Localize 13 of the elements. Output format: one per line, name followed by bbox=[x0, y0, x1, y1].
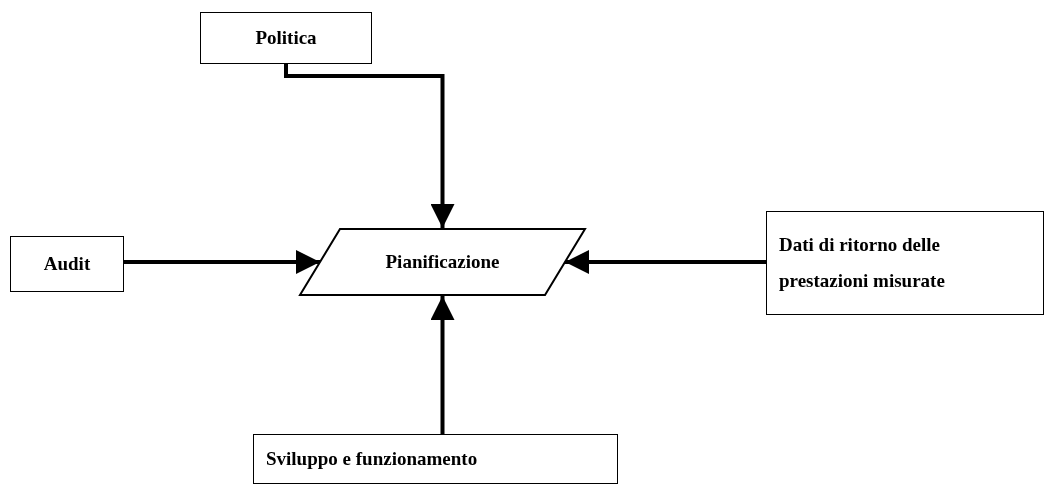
arrow bbox=[565, 250, 766, 274]
arrow bbox=[284, 64, 455, 228]
node-label: Pianificazione bbox=[385, 249, 500, 274]
node-label: Dati di ritorno delle prestazioni misurate bbox=[779, 232, 946, 293]
arrow bbox=[430, 296, 455, 434]
node-label: Politica bbox=[255, 25, 317, 50]
process-box bbox=[200, 12, 372, 64]
process-box bbox=[766, 211, 1044, 315]
arrow bbox=[124, 250, 320, 274]
process-box bbox=[253, 434, 618, 484]
node-label: Sviluppo e funzionamento bbox=[266, 446, 478, 471]
process-box bbox=[10, 236, 124, 292]
node-label: Audit bbox=[43, 251, 91, 276]
